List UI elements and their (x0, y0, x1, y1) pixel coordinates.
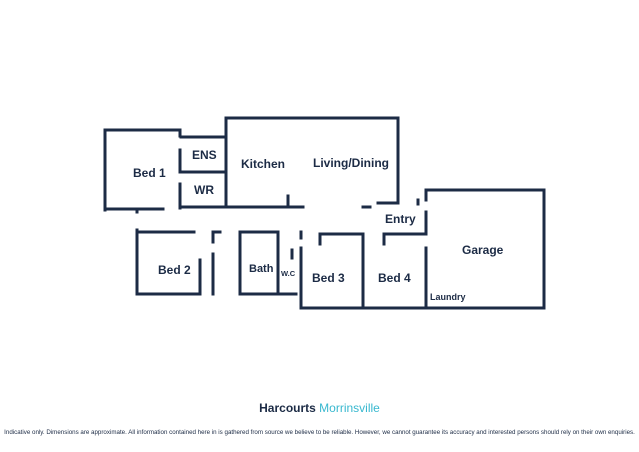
wall (224, 116, 400, 209)
room-label-garage: Garage (462, 243, 504, 257)
wall (103, 128, 182, 212)
brand-office: Morrinsville (319, 401, 380, 415)
room-label-ens: ENS (192, 148, 217, 162)
room-label-kitchen: Kitchen (241, 157, 285, 171)
wall (135, 228, 202, 296)
room-label-bath: Bath (249, 263, 274, 275)
room-label-bed2: Bed 2 (158, 263, 191, 277)
room-label-bed1: Bed 1 (133, 166, 166, 180)
brand-logo: Harcourts Morrinsville (0, 401, 639, 415)
room-label-wc: W.C (281, 269, 296, 278)
brand-name: Harcourts (259, 401, 316, 415)
room-label-wr: WR (194, 183, 214, 197)
room-label-laundry: Laundry (430, 292, 466, 302)
room-label-living: Living/Dining (313, 156, 389, 170)
disclaimer-text: Indicative only. Dimensions are approxim… (4, 429, 635, 436)
room-label-bed4: Bed 4 (378, 271, 411, 285)
room-label-entry: Entry (385, 212, 416, 226)
room-label-bed3: Bed 3 (312, 271, 345, 285)
walls (103, 116, 546, 310)
wall (299, 188, 546, 310)
